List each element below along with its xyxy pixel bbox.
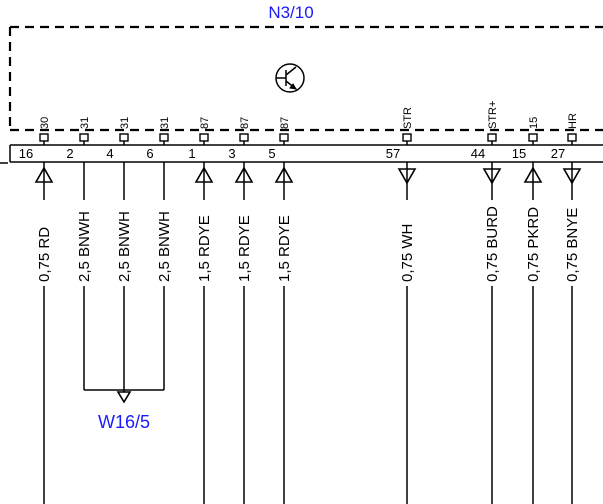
pin-5: 87 3 1,5 RDYE (228, 117, 254, 504)
pin-terminal-icon (39, 133, 49, 142)
wire-label: 2,5 BNWH (156, 211, 173, 282)
pin-number: 5 (268, 146, 275, 161)
pin-number: 15 (512, 146, 526, 161)
pin-name: 87 (239, 117, 251, 129)
pin-number: 57 (386, 146, 400, 161)
pin-9: 15 15 0,75 PKRD (512, 117, 543, 504)
pin-number: 6 (146, 146, 153, 161)
pin-name: 31 (79, 117, 91, 129)
pin-terminal-icon (487, 133, 497, 142)
pin-name: 31 (159, 117, 171, 129)
pin-name: 87 (279, 117, 291, 129)
wire-label: 2,5 BNWH (76, 211, 93, 282)
pin-0: 30 16 0,75 RD (19, 117, 54, 504)
pin-name: 31 (119, 117, 131, 129)
pin-name: 15 (528, 117, 540, 129)
pin-number: 44 (471, 146, 485, 161)
pin-number: 16 (19, 146, 33, 161)
pin-name: STR+ (487, 101, 499, 129)
pin-name: 30 (39, 117, 51, 129)
pin-terminal-icon (528, 133, 538, 142)
pin-terminal-icon (567, 133, 577, 142)
pin-number: 4 (106, 146, 113, 161)
pin-1: 31 2 2,5 BNWH (66, 117, 93, 390)
wire-label: 0,75 BNYE (564, 208, 581, 282)
pin-8: STR+ 44 0,75 BURD (471, 101, 502, 504)
wire-label: 2,5 BNWH (116, 211, 133, 282)
pin-terminal-icon (199, 133, 209, 142)
pin-terminal-icon (279, 133, 289, 142)
wire-label: 1,5 RDYE (196, 215, 213, 282)
pin-10: HR 27 0,75 BNYE (551, 113, 582, 504)
pin-terminal-icon (159, 133, 169, 142)
wire-label: 0,75 RD (36, 227, 53, 282)
pin-name: HR (567, 113, 579, 129)
pin-number: 1 (188, 146, 195, 161)
splice-label: W16/5 (98, 412, 150, 432)
pin-number: 27 (551, 146, 565, 161)
component-label: N3/10 (268, 3, 313, 22)
wire-label: 1,5 RDYE (236, 215, 253, 282)
splice-arrow-icon (116, 391, 132, 404)
pin-terminal-icon (402, 133, 412, 142)
wire-label: 1,5 RDYE (276, 215, 293, 282)
pin-2: 31 4 2,5 BNWH (106, 117, 133, 390)
pin-terminal-icon (79, 133, 89, 142)
pin-name: 87 (199, 117, 211, 129)
pin-number: 2 (66, 146, 73, 161)
wire-label: 0,75 WH (399, 224, 416, 282)
pin-name: STR (402, 107, 414, 129)
pin-terminal-icon (119, 133, 129, 142)
pin-terminal-icon (239, 133, 249, 142)
wire-label: 0,75 PKRD (525, 207, 542, 282)
pin-6: 87 5 1,5 RDYE (268, 117, 294, 504)
transistor-icon (275, 63, 305, 93)
splice (84, 389, 164, 404)
pin-3: 31 6 2,5 BNWH (146, 117, 173, 390)
pin-4: 87 1 1,5 RDYE (188, 117, 214, 504)
pin-7: STR 57 0,75 WH (386, 107, 417, 504)
pin-number: 3 (228, 146, 235, 161)
wire-label: 0,75 BURD (484, 206, 501, 282)
